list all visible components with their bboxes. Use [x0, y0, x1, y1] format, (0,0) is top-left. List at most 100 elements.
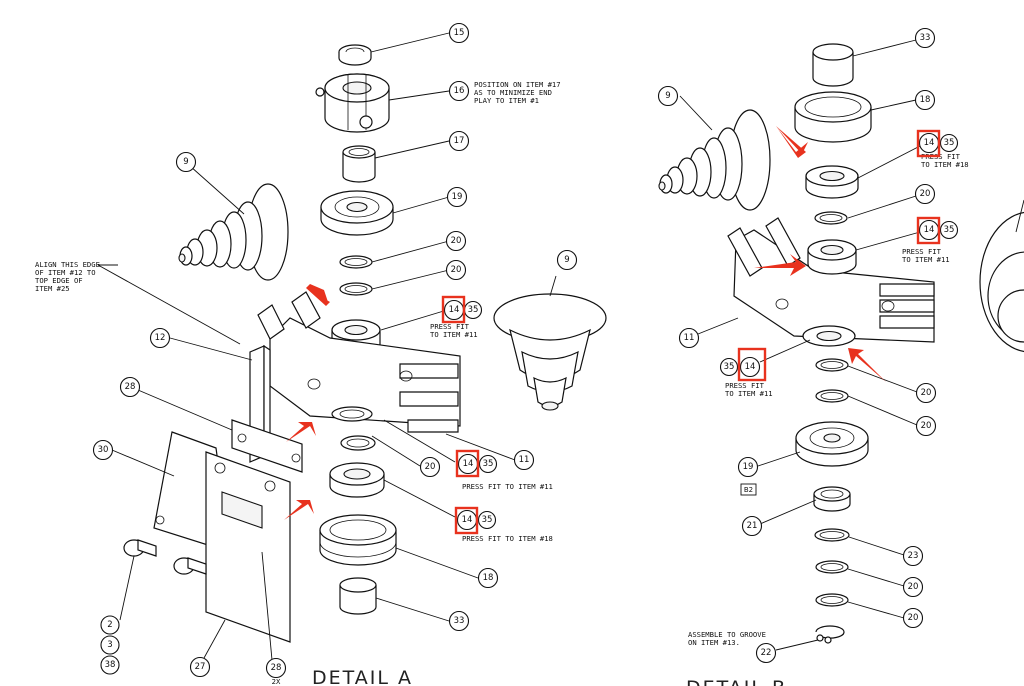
svg-text:16: 16	[454, 86, 465, 96]
svg-text:14: 14	[745, 362, 756, 372]
svg-text:35: 35	[944, 225, 955, 235]
part-21-bearing-b	[813, 486, 851, 512]
svg-text:11: 11	[519, 455, 530, 465]
balloon-18: 18	[477, 567, 499, 589]
part-17-sleeve	[342, 145, 376, 183]
note-press-fit-top: PRESS FIT TO ITEM #11	[430, 322, 478, 339]
svg-text:38: 38	[105, 660, 116, 670]
svg-text:TO ITEM #11: TO ITEM #11	[725, 389, 773, 398]
balloon-28-a: 28	[119, 376, 141, 398]
part-20-ring-b1	[814, 211, 848, 225]
part-20-ring-b4	[815, 560, 849, 574]
balloon-14-upper: 14	[443, 299, 465, 321]
balloon-20-b: 20	[445, 259, 467, 281]
svg-text:TO ITEM #18: TO ITEM #18	[921, 160, 969, 169]
balloon-9: 9	[175, 151, 197, 173]
svg-text:PRESS FIT: PRESS FIT	[430, 322, 470, 331]
svg-text:14: 14	[924, 225, 935, 235]
svg-text:TO ITEM #11: TO ITEM #11	[902, 255, 950, 264]
balloon-b-20-a: 20	[914, 183, 936, 205]
red-arrow-a2	[286, 422, 316, 442]
balloon-15: 15	[448, 22, 470, 44]
svg-text:33: 33	[920, 33, 931, 43]
highlight-box-b2	[916, 216, 941, 245]
balloon-b-22: 22	[755, 642, 777, 664]
detail-a-title: DETAIL A	[312, 667, 413, 686]
svg-text:POSITION ON ITEM #17: POSITION ON ITEM #17	[474, 80, 561, 89]
svg-text:20: 20	[908, 613, 919, 623]
svg-text:ALIGN THIS EDGE: ALIGN THIS EDGE	[35, 260, 100, 269]
balloon-b-20-c: 20	[915, 415, 937, 437]
red-arrow-a1	[306, 284, 330, 306]
svg-text:22: 22	[761, 648, 772, 658]
part-20-ring-b3	[815, 389, 849, 403]
svg-text:OF ITEM #12 TO: OF ITEM #12 TO	[35, 268, 96, 277]
balloon-b-20-e: 20	[902, 607, 924, 629]
svg-text:18: 18	[483, 573, 494, 583]
part-9-side-view	[493, 293, 607, 411]
note-b-press-18: PRESS FIT TO ITEM #18	[921, 152, 969, 169]
part-9-partial-right	[979, 199, 1024, 353]
note-16: POSITION ON ITEM #17 AS TO MINIMIZE END …	[474, 80, 561, 105]
part-11-yoke	[257, 291, 461, 433]
detail-b-leaders	[679, 39, 921, 651]
svg-text:ITEM #25: ITEM #25	[35, 284, 70, 293]
svg-text:23: 23	[908, 551, 919, 561]
balloon-12: 12	[149, 327, 171, 349]
balloon-b-14-b: 14	[918, 219, 940, 241]
red-arrow-a3	[284, 500, 314, 520]
svg-text:21: 21	[747, 521, 758, 531]
part-33-spacer-b	[812, 43, 854, 87]
note-press-fit-mid: PRESS FIT TO ITEM #11	[462, 482, 553, 491]
balloon-17: 17	[448, 130, 470, 152]
note-align-edge: ALIGN THIS EDGE OF ITEM #12 TO TOP EDGE …	[35, 260, 100, 293]
note-b-assemble: ASSEMBLE TO GROOVE ON ITEM #13.	[688, 630, 766, 647]
svg-text:AS TO MINIMIZE END: AS TO MINIMIZE END	[474, 88, 552, 97]
balloon-b-35-b: 35	[939, 220, 959, 240]
svg-text:33: 33	[454, 616, 465, 626]
balloon-b-14-a: 14	[918, 132, 940, 154]
part-20-ring-b5	[815, 593, 849, 607]
balloon-b-14-c: 14	[739, 356, 761, 378]
svg-text:TOP EDGE OF: TOP EDGE OF	[35, 276, 83, 285]
svg-text:9: 9	[183, 157, 188, 167]
balloon-20-a: 20	[445, 230, 467, 252]
svg-text:14: 14	[449, 305, 460, 315]
balloon-38: 38	[100, 655, 120, 675]
svg-text:30: 30	[98, 445, 109, 455]
svg-text:35: 35	[468, 305, 479, 315]
balloon-2: 2	[100, 615, 120, 635]
svg-text:17: 17	[454, 136, 465, 146]
svg-text:14: 14	[462, 515, 473, 525]
svg-text:PLAY TO ITEM #1: PLAY TO ITEM #1	[474, 96, 539, 105]
svg-text:28: 28	[271, 663, 282, 673]
part-18-pulley	[319, 514, 397, 566]
part-22-retaining-ring	[815, 625, 845, 644]
part-20-ring-c	[331, 406, 373, 422]
svg-text:20: 20	[920, 189, 931, 199]
balloon-16: 16	[448, 80, 470, 102]
svg-text:PRESS FIT: PRESS FIT	[921, 152, 961, 161]
balloon-9-side: 9	[556, 249, 578, 271]
svg-text:19: 19	[452, 192, 463, 202]
svg-text:35: 35	[482, 515, 493, 525]
part-18-pulley-b	[794, 91, 872, 143]
balloon-27: 27	[189, 656, 211, 678]
detail-a-leaders	[97, 32, 557, 661]
part-20-ring-a	[339, 255, 373, 269]
balloon-b-11: 11	[678, 327, 700, 349]
svg-text:20: 20	[425, 462, 436, 472]
balloon-b-35-c: 35	[719, 357, 739, 377]
svg-text:14: 14	[463, 459, 474, 469]
balloon-b-23: 23	[902, 545, 924, 567]
balloon-30: 30	[92, 439, 114, 461]
ref-box-b2: B2	[740, 483, 757, 496]
red-arrow-b2	[754, 254, 806, 276]
part-23-ring-b	[814, 528, 850, 542]
detail-a: 15 16 17 9 19 20 20 14 35 12 28 30 11 20…	[35, 22, 607, 686]
red-arrow-b3	[848, 348, 886, 382]
highlight-box-a2	[455, 449, 480, 478]
part-14-bearing-b3	[802, 325, 856, 347]
part-9-stepped-pulley	[178, 183, 289, 281]
